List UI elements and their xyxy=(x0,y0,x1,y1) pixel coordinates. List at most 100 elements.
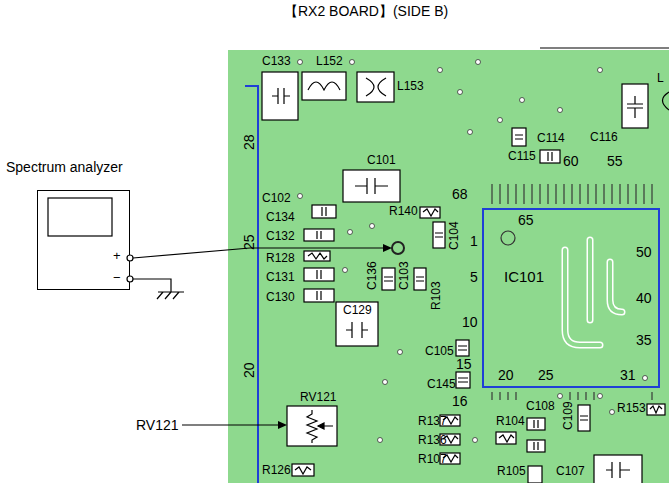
via xyxy=(383,380,388,385)
callout-label: RV121 xyxy=(136,417,179,433)
pin-number: 68 xyxy=(452,186,468,202)
part-name: C108 xyxy=(526,400,555,414)
pin-number: 1 xyxy=(470,233,478,249)
part-name: RV121 xyxy=(300,391,336,405)
resistor-symbol xyxy=(650,406,662,413)
trimmer-wiper xyxy=(318,423,324,429)
via xyxy=(348,230,353,235)
part-name: C102 xyxy=(262,192,291,206)
capacitor-symbol xyxy=(382,268,395,290)
pin-number: 25 xyxy=(538,367,554,383)
capacitor-symbol xyxy=(322,207,326,216)
resistor-symbol xyxy=(499,435,514,442)
via xyxy=(558,394,563,399)
part-name: C134 xyxy=(266,211,295,225)
trimmer-symbol xyxy=(307,410,333,443)
trace-outline xyxy=(565,250,600,345)
pin-number: 15 xyxy=(456,356,472,372)
part-name: R153 xyxy=(617,402,646,416)
trace xyxy=(565,250,600,345)
capacitor-symbol xyxy=(343,170,400,202)
resistor-symbol xyxy=(420,207,440,218)
board-title: 【RX2 BOARD】(SIDE B) xyxy=(284,3,448,19)
part-name: C101 xyxy=(367,154,396,168)
pin-number: 60 xyxy=(563,153,579,169)
via xyxy=(498,118,503,123)
board-edge xyxy=(540,47,669,48)
via xyxy=(350,60,355,65)
ic-pin-pads xyxy=(492,184,652,204)
ic-outline: IC101 xyxy=(482,208,660,388)
terminal xyxy=(127,276,133,282)
part-name: C131 xyxy=(266,271,295,285)
via xyxy=(343,268,348,273)
resistor-symbol xyxy=(308,253,327,259)
capacitor-symbol xyxy=(304,268,334,281)
resistor-symbol xyxy=(528,466,542,483)
pin-number: 20 xyxy=(498,367,514,383)
trace xyxy=(588,240,592,320)
pin1-mark xyxy=(501,231,515,245)
trace-outline xyxy=(587,240,594,320)
capacitor-symbol xyxy=(606,462,630,478)
capacitor-symbol xyxy=(317,270,321,279)
resistor-symbol xyxy=(295,467,311,474)
capacitor-symbol xyxy=(346,322,368,338)
part-name: C114 xyxy=(537,132,565,146)
capacitor-symbol xyxy=(540,150,560,163)
pin-number: 55 xyxy=(607,153,623,169)
parts xyxy=(262,72,669,483)
via xyxy=(438,68,443,73)
ground-symbol xyxy=(133,279,184,299)
part-name: C145 xyxy=(427,378,456,392)
resistor-symbol xyxy=(304,251,330,261)
via xyxy=(468,130,473,135)
part-name: R105 xyxy=(497,465,526,479)
leader-line xyxy=(182,424,280,425)
capacitor-symbol xyxy=(627,96,643,118)
inductor-symbol xyxy=(302,72,346,100)
ic-pin-pads xyxy=(492,392,652,400)
via xyxy=(558,108,563,113)
capacitor-symbol xyxy=(534,442,538,450)
capacitor-symbol xyxy=(456,372,470,388)
via xyxy=(643,376,648,381)
test-point xyxy=(392,242,404,254)
capacitor-symbol xyxy=(594,455,642,483)
part-name: C103 xyxy=(398,261,412,290)
via xyxy=(598,394,603,399)
via xyxy=(370,224,375,229)
part-name: R140 xyxy=(389,205,418,219)
ic-traces xyxy=(565,240,622,345)
via xyxy=(298,60,303,65)
part-name: R104 xyxy=(496,415,525,429)
via xyxy=(298,194,303,199)
part-name: R137 xyxy=(418,415,447,429)
part-name: R103 xyxy=(430,281,444,310)
part-name: C129 xyxy=(343,304,372,318)
via xyxy=(598,68,603,73)
part-name: C132 xyxy=(266,230,295,244)
capacitor-symbol xyxy=(435,233,443,237)
inductor-symbol xyxy=(663,92,669,110)
capacitor-symbol xyxy=(512,128,526,146)
capacitor-symbol xyxy=(355,178,388,194)
part-name: C136 xyxy=(366,261,380,290)
capacitor-symbol xyxy=(548,152,552,161)
capacitor-symbol xyxy=(456,340,469,356)
part-name: C109 xyxy=(562,401,576,430)
part-name: C115 xyxy=(508,150,536,164)
pin-number: 50 xyxy=(636,244,652,260)
trace xyxy=(610,262,622,312)
board-copper xyxy=(228,50,669,483)
pin-number: 5 xyxy=(470,269,478,285)
via xyxy=(473,438,478,443)
arrow-head xyxy=(383,244,392,252)
part-name: C133 xyxy=(262,55,291,69)
capacitor-symbol xyxy=(580,416,588,420)
via xyxy=(520,98,525,103)
part-name: R126 xyxy=(262,464,291,478)
pin-number: 28 xyxy=(241,134,257,150)
capacitor-symbol xyxy=(304,289,334,302)
capacitor-symbol xyxy=(414,268,426,290)
